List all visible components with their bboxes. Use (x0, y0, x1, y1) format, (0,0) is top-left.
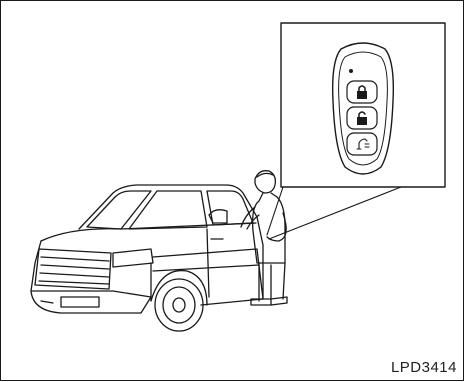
figure-code: LPD3414 (391, 359, 457, 376)
suv-vehicle (31, 185, 263, 331)
callout-lines (267, 187, 401, 239)
person-standing (241, 171, 287, 305)
fob-indicator-light (349, 69, 353, 73)
key-fob-inset (281, 23, 445, 187)
